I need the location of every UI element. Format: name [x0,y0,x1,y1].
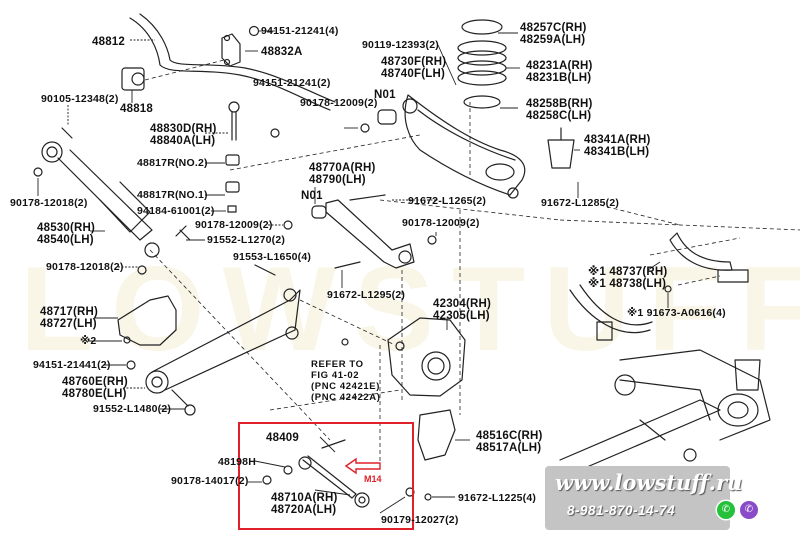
lateral-link [298,455,370,508]
website-link[interactable]: www.lowstuff.ru [555,470,743,495]
label-note-2: ※2 [80,335,97,347]
label-91672-l1295: 91672-L1295(2) [327,289,406,301]
stabilizer-bracket [221,33,241,67]
label-48817r-no1: 48817R(NO.1) [137,189,208,201]
label-91552-l1480: 91552-L1480(2) [93,403,172,415]
label-90178-12009-c: 90178-12009(2) [402,217,480,229]
label-90178-12009-b: 90178-12009(2) [300,97,378,109]
upper-control-arm [325,199,415,269]
label-48737: ※1 48737(RH)※1 48738(LH) [588,266,668,290]
label-42304: 42304(RH)42305(LH) [433,298,492,322]
label-48812: 48812 [92,36,125,48]
label-48760e: 48760E(RH)48780E(LH) [62,376,128,400]
label-48409: 48409 [266,432,299,444]
mount-bracket [417,409,456,461]
stabilizer-bar [129,17,331,111]
viber-icon[interactable]: ✆ [740,501,758,519]
label-48832a: 48832A [261,46,303,58]
label-91672-l1285: 91672-L1285(2) [541,197,620,209]
label-48257c: 48257C(RH)48259A(LH) [520,22,587,46]
label-48770a: 48770A(RH)48790(LH) [309,162,376,186]
label-48817r-no2: 48817R(NO.2) [137,157,208,169]
label-48258b: 48258B(RH)48258C(LH) [526,98,593,122]
label-91672-l1265: 91672-L1265(2) [408,195,487,207]
label-90178-12018-b: 90178-12018(2) [46,261,124,273]
label-90119-12393: 90119-12393(2) [362,39,439,51]
phone-number: 8-981-870-14-74 [567,503,676,518]
label-94151-21241-4: 94151-21241(4) [261,25,339,37]
label-48341a: 48341A(RH)48341B(LH) [584,134,651,158]
contact-banner [545,466,730,530]
label-48830d: 48830D(RH)48840A(LH) [150,123,217,147]
label-48710a: 48710A(RH)48720A(LH) [271,492,338,516]
lower-bracket [117,295,177,346]
highlight-box [238,422,414,530]
whatsapp-icon[interactable]: ✆ [717,501,735,519]
stabilizer-bushing [121,67,145,91]
steering-knuckle [387,317,466,397]
label-90105-12348: 90105-12348(2) [41,93,119,105]
label-91672-l1225: 91672-L1225(4) [458,492,537,504]
label-48231a: 48231A(RH)48231B(LH) [526,60,593,84]
nut-icon [248,25,260,37]
label-91553-l1650: 91553-L1650(4) [233,251,312,263]
label-91673-a0616: ※1 91673-A0616(4) [627,307,726,319]
label-90178-12009-a: 90178-12009(2) [195,219,273,231]
label-48818: 48818 [120,103,153,115]
label-94151-21441: 94151-21441(2) [33,359,111,371]
label-94184-61001: 94184-61001(2) [137,205,215,217]
label-48198h: 48198H [218,456,256,468]
label-90178-12018-a: 90178-12018(2) [10,197,88,209]
arrow-left-icon [344,457,381,475]
label-90178-14017: 90178-14017(2) [171,475,249,487]
label-91552-l1270: 91552-L1270(2) [207,234,286,246]
label-94151-21241-2: 94151-21241(2) [253,77,331,89]
lower-control-arm [145,288,301,394]
label-48730f: 48730F(RH)48740F(LH) [381,56,447,80]
shock-absorber [41,127,160,258]
label-48516c: 48516C(RH)48517A(LH) [476,430,543,454]
label-n01-b: N01 [301,190,323,202]
rear-axle-assembly [559,284,771,471]
trailing-arm [402,94,526,199]
thread-size-label: M14 [364,474,382,484]
label-n01-a: N01 [374,89,396,101]
fender-shield [669,232,733,271]
label-48530: 48530(RH)48540(LH) [37,222,96,246]
bump-stop [547,139,575,169]
label-48717: 48717(RH)48727(LH) [40,306,99,330]
label-90179-12027: 90179-12027(2) [381,514,459,526]
